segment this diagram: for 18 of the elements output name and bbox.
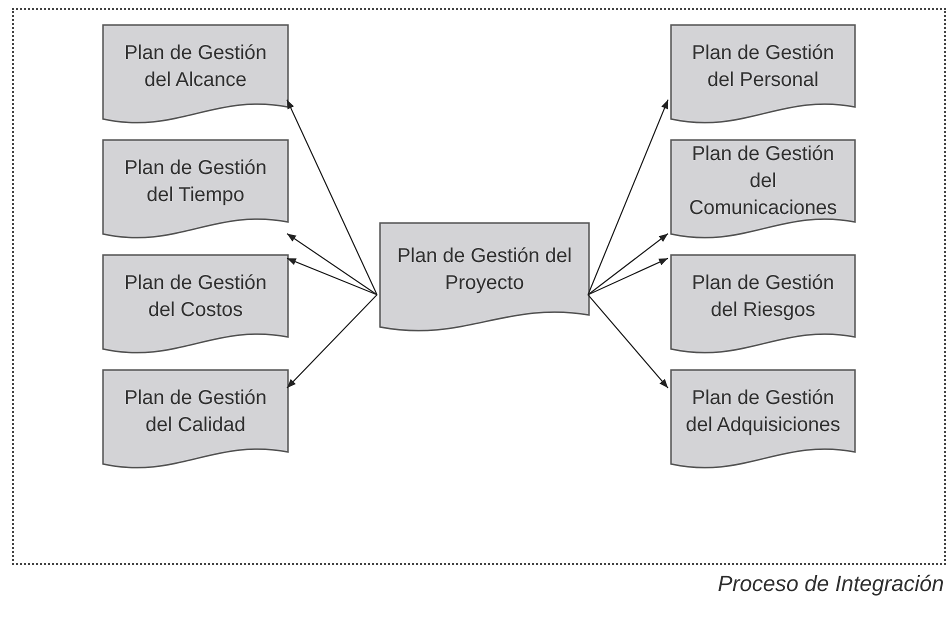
arrow: [286, 258, 378, 296]
document-label: Plan de Gestión del Tiempo: [123, 156, 268, 208]
arrow: [286, 233, 378, 296]
document-label: Plan de Gestión del Costos: [123, 270, 268, 322]
document-label: Plan de Gestión del Riesgos: [690, 270, 836, 322]
document-label: Plan de Gestión del Proyecto: [396, 244, 573, 296]
arrow: [587, 99, 669, 295]
document-label: Plan de Gestión del Comunicaciones: [688, 142, 838, 221]
arrow: [286, 99, 378, 295]
arrow: [588, 233, 668, 296]
arrow: [286, 294, 378, 388]
arrow: [588, 294, 668, 388]
document-label: Plan de Gestión del Alcance: [123, 40, 268, 92]
document-label: Plan de Gestión del Personal: [690, 40, 836, 92]
arrow: [588, 258, 668, 296]
frame-caption: Proceso de Integración: [718, 570, 944, 598]
document-label: Plan de Gestión del Calidad: [123, 386, 268, 438]
document-label: Plan de Gestión del Adquisiciones: [684, 386, 842, 438]
